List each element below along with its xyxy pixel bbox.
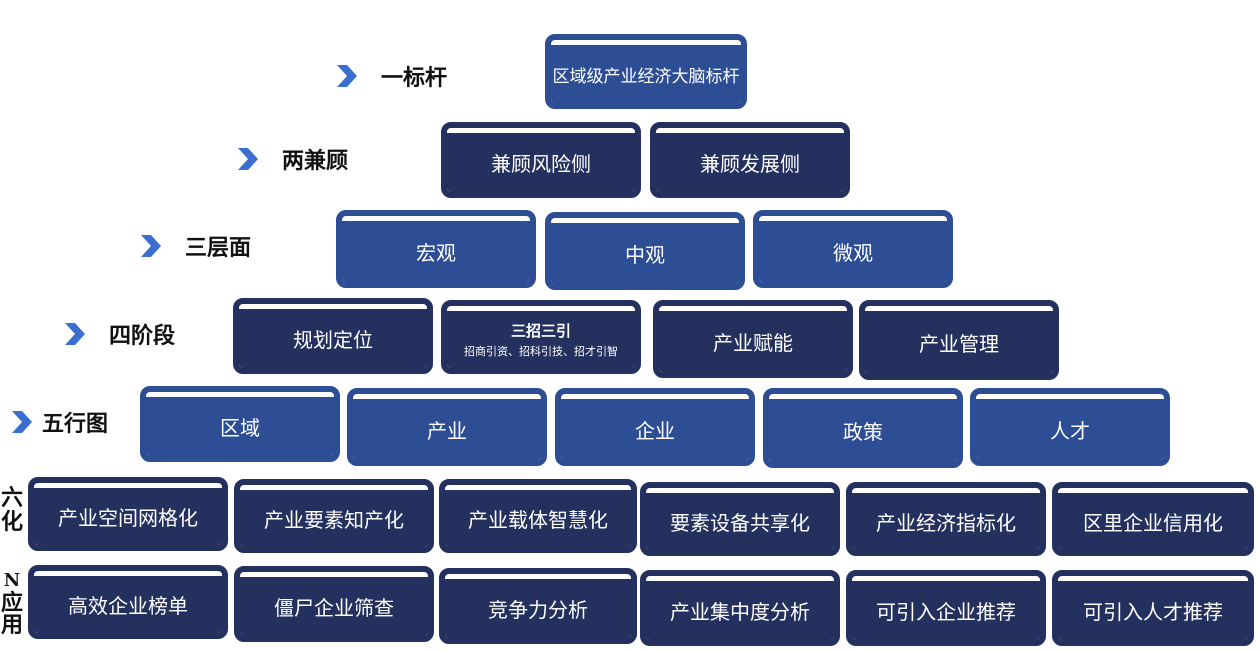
level-7-label-bottom: 用 <box>0 612 23 638</box>
level-3-title: 三层面 <box>185 236 252 261</box>
box-label: 高效企业榜单 <box>68 594 188 618</box>
box-label: 竞争力分析 <box>488 598 588 622</box>
box-region: 区域 <box>140 386 340 462</box>
box-label: 区域 <box>220 416 260 440</box>
box-label: 产业管理 <box>919 332 999 356</box>
box-talent: 人才 <box>970 388 1170 466</box>
level-6-label-top: 六 <box>0 485 23 511</box>
box-planning: 规划定位 <box>233 298 433 374</box>
box-macro: 宏观 <box>336 210 536 288</box>
level-1-label: 一标杆 <box>333 60 447 92</box>
box-sublabel: 招商引资、招科引技、招才引智 <box>464 345 618 358</box>
box-label: 人才 <box>1050 419 1090 443</box>
box-label: 微观 <box>833 241 873 265</box>
box-app-3: 竞争力分析 <box>439 568 637 644</box>
box-label: 产业赋能 <box>713 331 793 355</box>
box-label: 兼顾风险侧 <box>491 152 591 176</box>
box-label: 区里企业信用化 <box>1083 511 1223 535</box>
chevron-right-icon <box>141 235 161 257</box>
level-6-label: 六 化 <box>0 486 24 534</box>
box-six-2: 产业要素知产化 <box>234 479 434 553</box>
box-label: 可引入人才推荐 <box>1083 600 1223 624</box>
box-risk-side: 兼顾风险侧 <box>441 122 641 198</box>
box-three-attract: 三招三引 招商引资、招科引技、招才引智 <box>441 300 641 374</box>
box-six-5: 产业经济指标化 <box>846 482 1046 556</box>
box-industry: 产业 <box>347 388 547 466</box>
box-six-3: 产业载体智慧化 <box>439 479 637 553</box>
box-app-4: 产业集中度分析 <box>640 570 840 646</box>
chevron-right-icon <box>337 65 357 87</box>
box-label: 政策 <box>843 420 883 444</box>
box-label: 产业空间网格化 <box>58 506 198 530</box>
box-label: 区域级产业经济大脑标杆 <box>552 66 740 87</box>
level-6-label-bottom: 化 <box>0 509 23 535</box>
box-label: 中观 <box>625 243 665 267</box>
box-label: 要素设备共享化 <box>670 511 810 535</box>
box-six-1: 产业空间网格化 <box>28 477 228 551</box>
box-label: 可引入企业推荐 <box>876 600 1016 624</box>
box-six-4: 要素设备共享化 <box>640 482 840 556</box>
chevron-right-icon <box>238 148 258 170</box>
box-app-6: 可引入人才推荐 <box>1052 570 1254 646</box>
level-2-title: 两兼顾 <box>282 149 349 174</box>
box-benchmark: 区域级产业经济大脑标杆 <box>545 34 747 109</box>
box-label: 产业集中度分析 <box>670 600 810 624</box>
chevron-right-icon <box>65 323 85 345</box>
box-six-6: 区里企业信用化 <box>1052 482 1254 556</box>
level-7-label-top: N <box>3 570 21 591</box>
box-meso: 中观 <box>545 212 745 290</box>
box-management: 产业管理 <box>859 300 1059 380</box>
box-enterprise: 企业 <box>555 388 755 466</box>
chevron-right-icon <box>12 411 32 433</box>
level-5-label: 五行图 <box>8 406 108 438</box>
box-development-side: 兼顾发展侧 <box>650 122 850 198</box>
box-policy: 政策 <box>763 388 963 468</box>
box-label: 产业载体智慧化 <box>468 508 608 532</box>
level-4-title: 四阶段 <box>109 324 176 349</box>
box-label: 规划定位 <box>293 328 373 352</box>
box-label: 宏观 <box>416 241 456 265</box>
box-micro: 微观 <box>753 210 953 288</box>
level-4-label: 四阶段 <box>61 318 175 350</box>
level-2-label: 两兼顾 <box>234 143 348 175</box>
level-7-label: N 应 用 <box>0 570 24 636</box>
box-label: 产业 <box>427 419 467 443</box>
level-1-title: 一标杆 <box>381 66 448 91</box>
box-app-5: 可引入企业推荐 <box>846 570 1046 646</box>
box-label: 三招三引 <box>510 322 571 340</box>
box-label: 兼顾发展侧 <box>700 152 800 176</box>
box-app-1: 高效企业榜单 <box>28 565 228 639</box>
box-empowerment: 产业赋能 <box>653 300 853 378</box>
box-app-2: 僵尸企业筛查 <box>234 566 434 642</box>
box-label: 产业经济指标化 <box>876 511 1016 535</box>
level-3-label: 三层面 <box>137 230 251 262</box>
level-7-label-mid: 应 <box>0 590 23 616</box>
level-5-title: 五行图 <box>42 412 109 437</box>
box-label: 产业要素知产化 <box>264 508 404 532</box>
box-label: 企业 <box>635 419 675 443</box>
box-label: 僵尸企业筛查 <box>274 596 394 620</box>
